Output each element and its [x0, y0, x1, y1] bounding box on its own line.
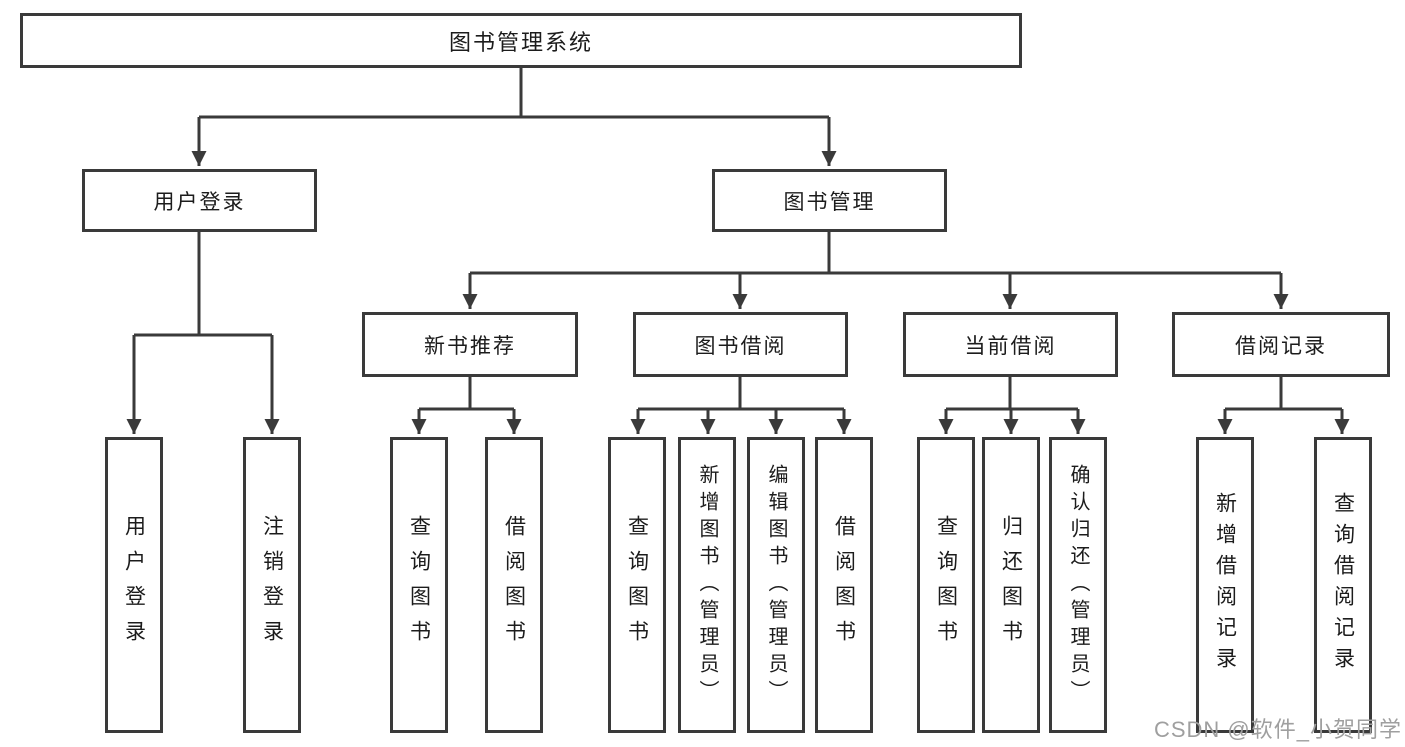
csdn-watermark: CSDN @软件_小贺同学 [1153, 717, 1402, 742]
node-label: 借阅图书 [502, 515, 526, 655]
node-leaf-edit-books-admin: 编辑图书（管理员） [747, 437, 805, 733]
node-label: 借阅图书 [832, 515, 856, 655]
node-label: 归还图书 [999, 515, 1023, 655]
node-root-library-system: 图书管理系统 [20, 13, 1022, 68]
node-label: 图书借阅 [694, 334, 787, 358]
node-leaf-query-books-recommend: 查询图书 [390, 437, 448, 733]
node-label: 借阅记录 [1235, 334, 1327, 358]
node-leaf-query-books-current: 查询图书 [917, 437, 975, 733]
node-current-borrow: 当前借阅 [903, 312, 1118, 377]
node-user-login: 用户登录 [82, 169, 317, 232]
node-leaf-query-books-borrow: 查询图书 [608, 437, 666, 733]
node-label: 当前借阅 [964, 334, 1057, 358]
node-new-book-recommend: 新书推荐 [362, 312, 578, 377]
node-label: 查询借阅记录 [1331, 492, 1355, 678]
node-leaf-query-borrow-record: 查询借阅记录 [1314, 437, 1372, 733]
connector-recommend-to-children [411, 377, 522, 434]
node-label: 图书管理 [783, 190, 876, 214]
connector-user-login-to-children [126, 232, 280, 434]
node-label: 新增图书（管理员） [696, 463, 718, 707]
connector-root-to-level2 [191, 68, 837, 166]
node-label: 查询图书 [625, 515, 649, 655]
node-leaf-user-login: 用户登录 [105, 437, 163, 733]
node-leaf-return-books: 归还图书 [982, 437, 1040, 733]
connector-current-borrow-to-children [938, 377, 1086, 434]
node-label: 查询图书 [934, 515, 958, 655]
node-leaf-confirm-return-admin: 确认归还（管理员） [1049, 437, 1107, 733]
node-book-borrow: 图书借阅 [633, 312, 848, 377]
node-borrow-records: 借阅记录 [1172, 312, 1390, 377]
node-label: 新书推荐 [424, 334, 516, 358]
node-label: 编辑图书（管理员） [765, 463, 787, 707]
node-label: 新增借阅记录 [1213, 492, 1237, 678]
node-leaf-add-books-admin: 新增图书（管理员） [678, 437, 736, 733]
node-label: 注销登录 [260, 515, 284, 655]
connector-book-management-to-level3 [462, 232, 1289, 309]
node-label: 用户登录 [153, 190, 246, 214]
node-label: 图书管理系统 [448, 29, 593, 55]
node-book-management: 图书管理 [712, 169, 947, 232]
connector-records-to-children [1217, 377, 1350, 434]
node-label: 确认归还（管理员） [1067, 463, 1089, 707]
node-leaf-borrow-books: 借阅图书 [815, 437, 873, 733]
node-label: 查询图书 [407, 515, 431, 655]
node-leaf-add-borrow-record: 新增借阅记录 [1196, 437, 1254, 733]
node-leaf-logout: 注销登录 [243, 437, 301, 733]
node-leaf-borrow-books-recommend: 借阅图书 [485, 437, 543, 733]
node-label: 用户登录 [122, 515, 146, 655]
connector-borrow-to-children [630, 377, 852, 434]
